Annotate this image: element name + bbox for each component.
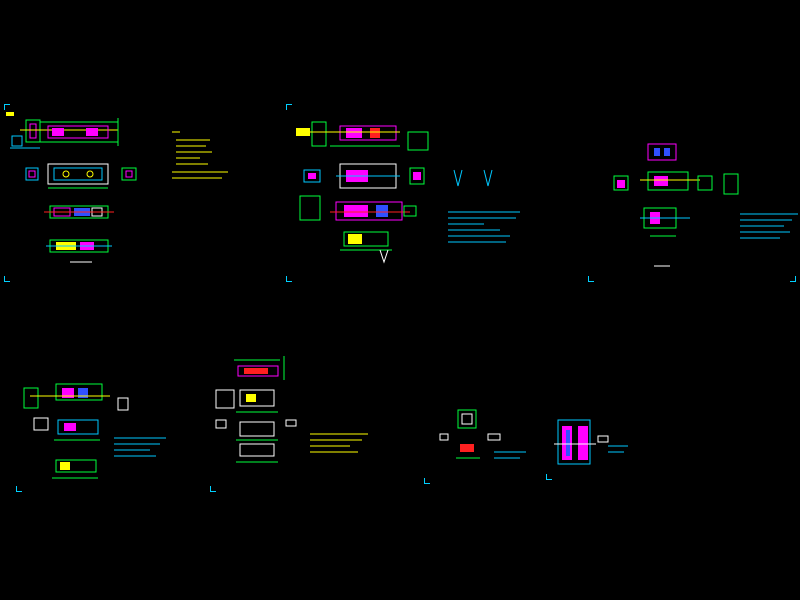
sheet-2-section-view	[340, 231, 392, 264]
sheet-1-section-view	[46, 239, 112, 263]
sheet-1-frame-corner	[4, 104, 10, 110]
sheet-5-frame-corner	[210, 486, 216, 492]
sheet-6-detail-b	[554, 419, 609, 465]
sheet-5-front-view	[215, 389, 278, 413]
sheet-4-side-view	[33, 417, 100, 441]
sheet-5-side-view	[215, 419, 297, 441]
sheet-6-notes-a	[494, 451, 526, 459]
sheet-2-frame-corner	[286, 104, 292, 110]
sheet-1-drawing	[6, 112, 228, 263]
sheet-1-frame-corner	[4, 276, 10, 282]
sheet-2-frame-corner	[286, 276, 292, 282]
sheet-1-side-view	[25, 163, 137, 189]
sheet-3-frame-corner	[790, 276, 796, 282]
sheet-5-top-view	[234, 356, 285, 380]
sheet-4-frame-corner	[16, 486, 22, 492]
sheet-3-drawing	[613, 143, 798, 267]
sheet-2-notes-block	[448, 211, 520, 243]
sheet-4-assembly-view	[23, 383, 129, 411]
sheet-1-assembly-view	[10, 118, 119, 149]
sheet-2-side-view	[303, 163, 493, 189]
sheet-5-section-view	[236, 443, 278, 463]
sheet-4-notes-block	[114, 437, 166, 457]
sheet-6-notes-b	[608, 445, 628, 453]
sheet-4-drawing	[23, 383, 166, 479]
sheet-6-detail-a	[439, 409, 501, 459]
sheet-6-frame-corner	[424, 478, 430, 484]
sheet-2-plan-view	[299, 195, 417, 221]
sheet-5-notes-block	[310, 433, 368, 453]
sheet-1-marker	[6, 112, 14, 116]
sheet-3-notes-block	[740, 213, 798, 239]
sheet-6b-frame-corner	[546, 474, 552, 480]
sheet-1-plan-view	[44, 205, 114, 219]
sheet-2-drawing	[296, 121, 520, 264]
sheet-3-top-view	[647, 143, 677, 161]
sheet-3-frame-corner	[588, 276, 594, 282]
sheet-3-section-view	[640, 207, 690, 267]
sheet-4-plan-view	[52, 459, 98, 479]
sheet-5-drawing	[215, 356, 368, 463]
sheet-1-notes-block	[172, 131, 228, 179]
sheet-3-front-view	[613, 171, 739, 195]
sheet-6-drawing	[439, 409, 628, 465]
sheet-2-assembly-view	[296, 121, 429, 151]
